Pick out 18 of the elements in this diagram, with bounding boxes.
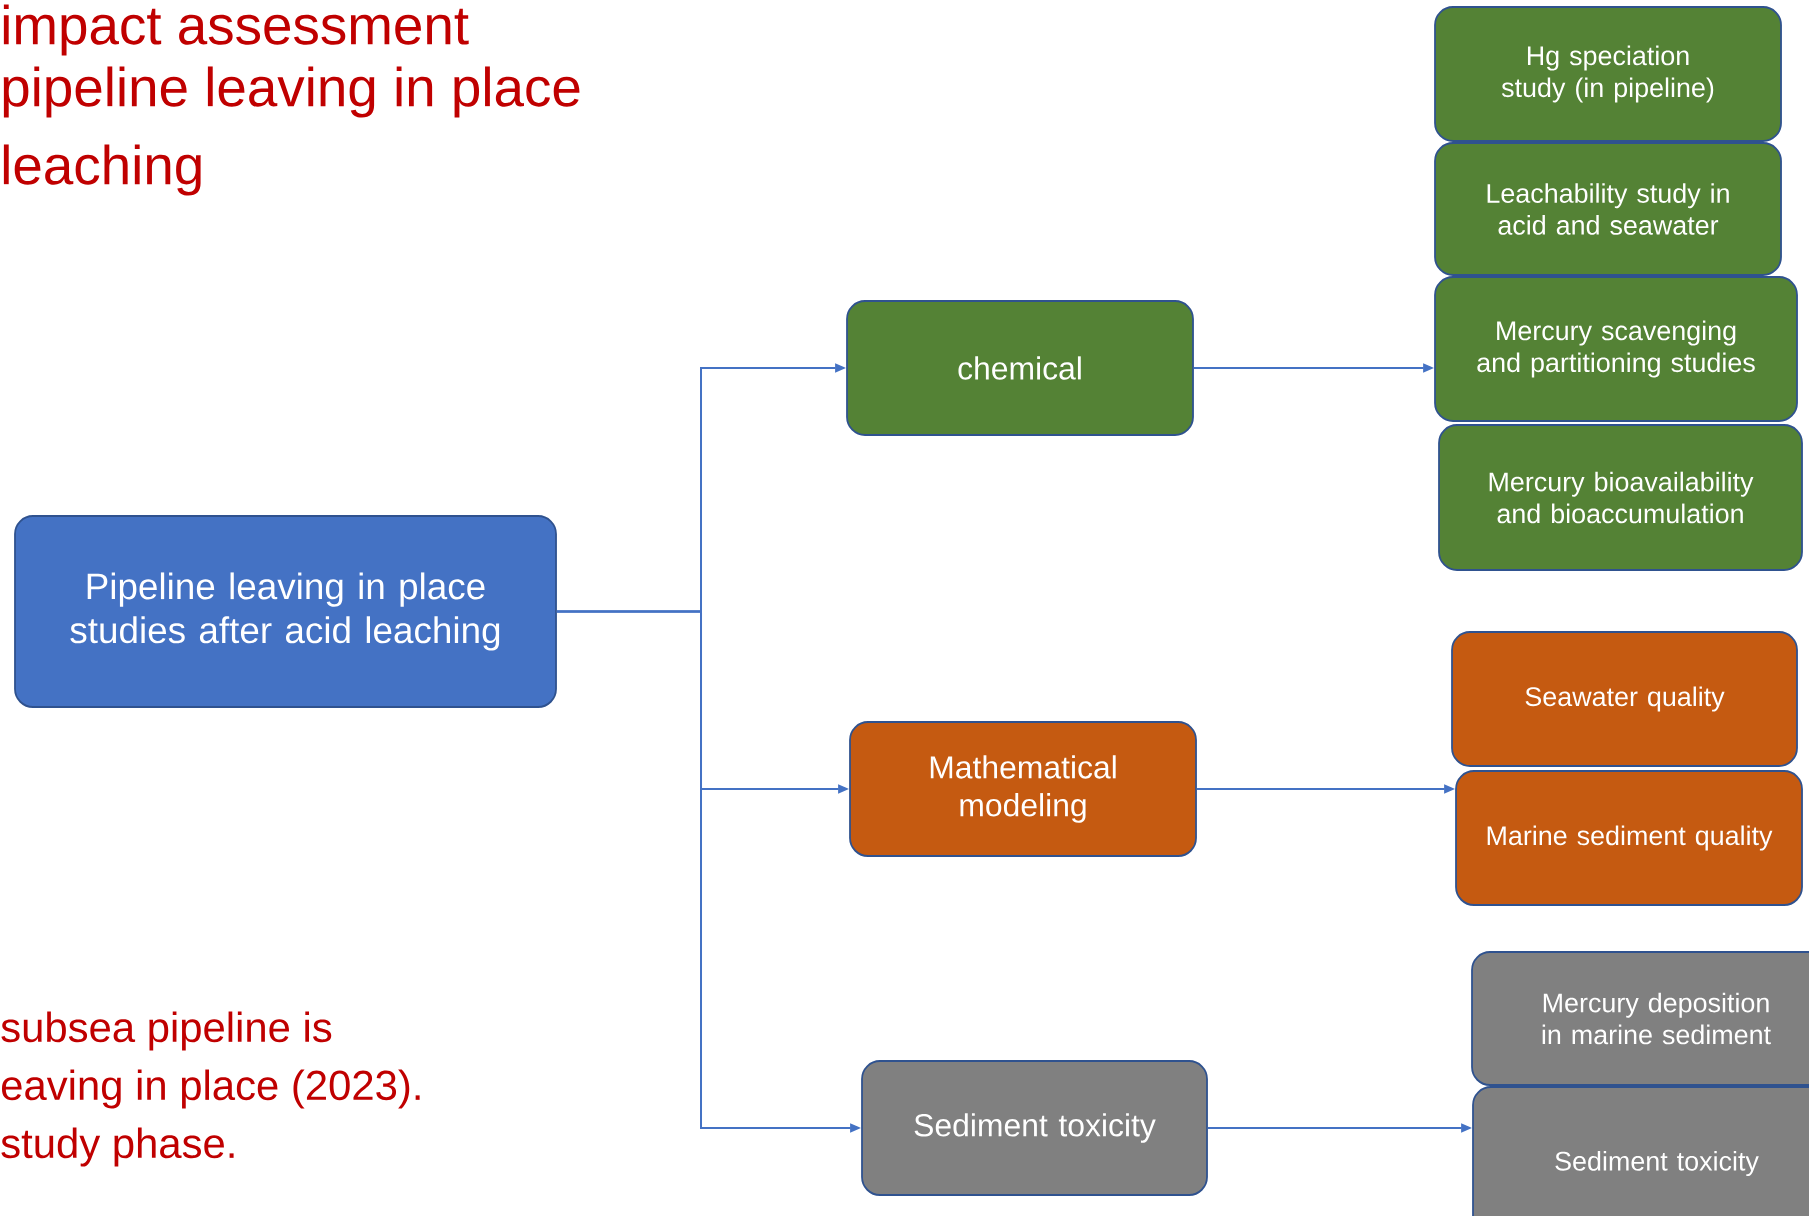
study-box: Hg speciation study (in pipeline): [1434, 6, 1782, 142]
category-box: Sediment toxicity: [861, 1060, 1208, 1196]
note-text: subsea pipeline is: [1, 1011, 332, 1051]
title-text: pipeline leaving in place: [3, 66, 580, 118]
study-box: Mercury scavenging and partitioning studies: [1434, 276, 1798, 422]
title-text: impact assessment: [3, 4, 469, 56]
category-box: Mathematical modeling: [849, 721, 1197, 857]
study-box: Sediment toxicity: [1472, 1086, 1809, 1216]
title-text: leaching: [3, 144, 201, 196]
study-box: Mercury bioavailability and bioaccumulation: [1438, 424, 1803, 571]
study-box: Mercury deposition in marine sediment: [1471, 951, 1809, 1086]
process-box: Pipeline leaving in place studies after acid leaching: [14, 515, 557, 708]
note-text: study phase.: [1, 1127, 234, 1167]
study-box: Leachability study in acid and seawater: [1434, 142, 1782, 276]
category-box: chemical: [846, 300, 1194, 436]
note-text: eaving in place (2023).: [2, 1069, 420, 1109]
study-box: Seawater quality: [1451, 631, 1798, 767]
study-box: Marine sediment quality: [1455, 770, 1803, 906]
